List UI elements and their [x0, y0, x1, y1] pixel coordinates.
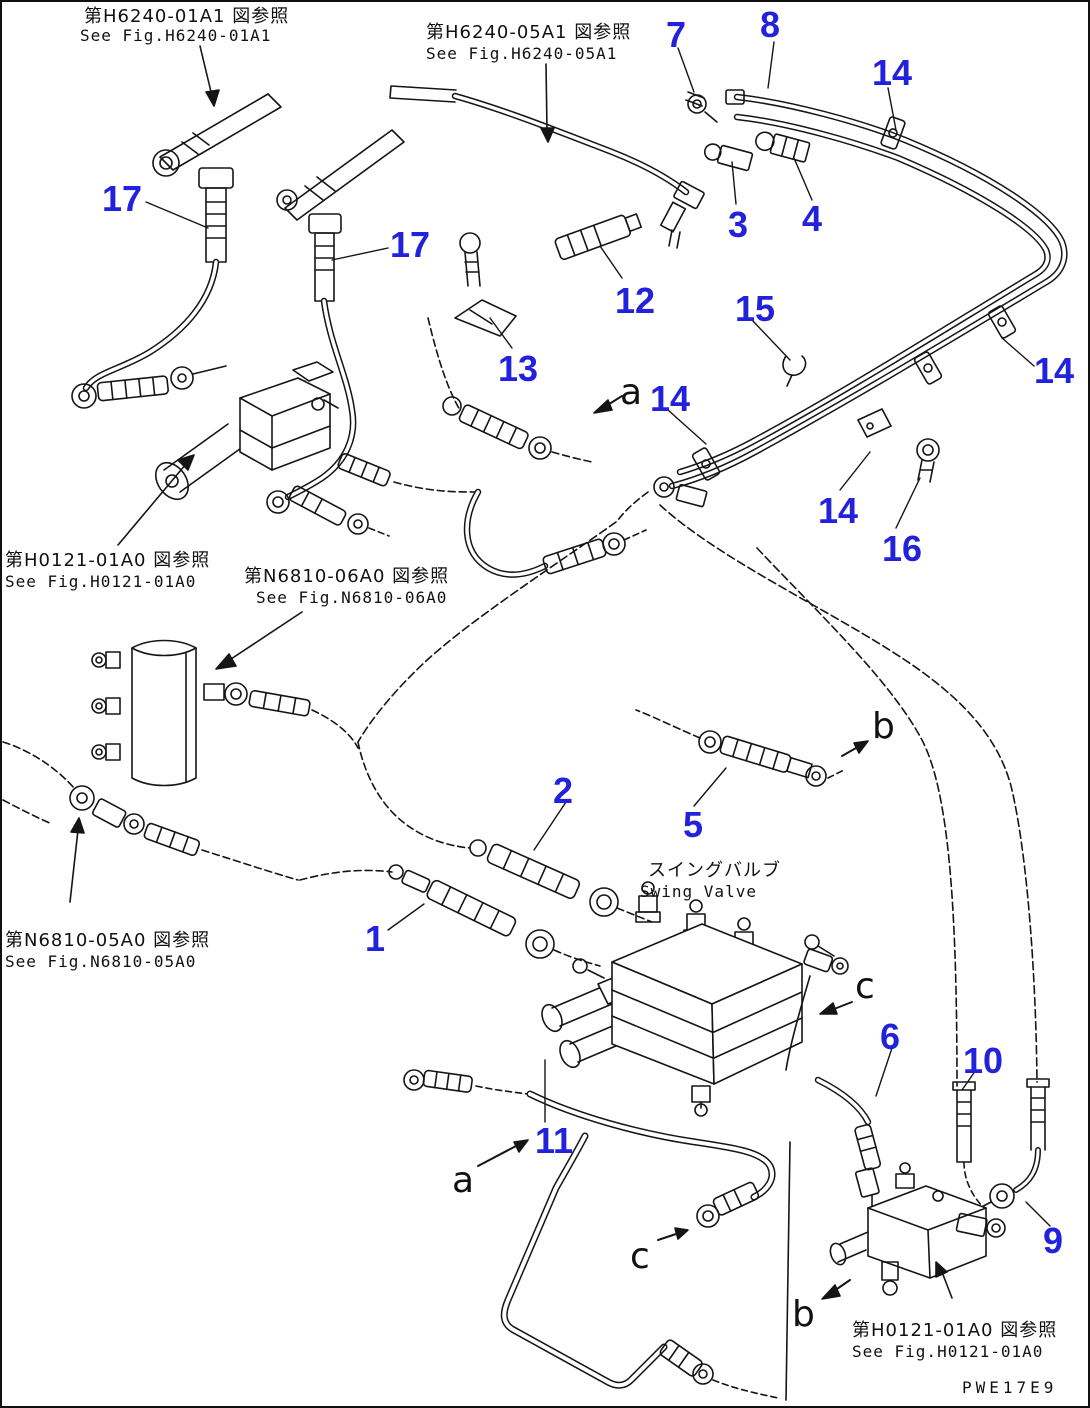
callout-14a: 14	[872, 52, 913, 93]
callout-leaders	[145, 41, 1051, 1227]
arrow-a2	[513, 1139, 529, 1153]
tube-assembly-top-left	[71, 93, 282, 409]
hose-feed-left	[2, 741, 299, 881]
arrow-b2	[821, 1284, 841, 1300]
callout-17a: 17	[102, 178, 143, 219]
callout-4: 4	[802, 198, 823, 239]
ref-top-left-en: See Fig.H6240-01A1	[80, 26, 272, 45]
tube-10	[952, 1081, 985, 1209]
ref-mid-center-en: See Fig.N6810-06A0	[256, 588, 448, 607]
pipe-cylinder	[91, 639, 359, 787]
arrow-c2	[674, 1227, 689, 1240]
fitting-4	[755, 131, 811, 163]
ref-bottom-right-en: See Fig.H0121-01A0	[852, 1342, 1044, 1361]
ref-mid-center-jp: 第N6810-06A0 図参照	[244, 566, 450, 587]
tube-9	[975, 1078, 1050, 1211]
callout-13: 13	[498, 348, 539, 389]
arrow-b1	[853, 740, 869, 754]
callout-11: 11	[535, 1120, 574, 1161]
callout-6: 6	[880, 1016, 901, 1057]
hose-5	[635, 709, 845, 787]
ref-mid-left-en: See Fig.H0121-01A0	[5, 572, 197, 591]
callout-14b: 14	[650, 378, 691, 419]
clip-15	[782, 355, 807, 387]
return-tube-loop	[403, 1069, 779, 1399]
hose-curve-right-10	[756, 547, 958, 1087]
callout-12: 12	[615, 280, 656, 321]
pipe-run-top-right	[617, 89, 1068, 521]
tube-assembly-top-left-2	[266, 129, 479, 514]
callout-7: 7	[666, 14, 687, 55]
callout-8: 8	[760, 4, 781, 45]
ref-top-left-jp: 第H6240-01A1 図参照	[84, 6, 290, 27]
callout-5: 5	[683, 804, 704, 845]
section-label-a1: a	[620, 372, 643, 413]
drawing-code: PWE17E9	[962, 1378, 1058, 1397]
callout-1: 1	[365, 918, 386, 959]
ref-top-center-en: See Fig.H6240-05A1	[426, 44, 618, 63]
section-label-c1: c	[855, 966, 875, 1007]
clamp-bracket-14	[857, 408, 892, 438]
callout-9: 9	[1043, 1220, 1064, 1261]
callout-14c: 14	[1034, 350, 1075, 391]
callout-10: 10	[963, 1040, 1004, 1081]
callout-17b: 17	[390, 224, 431, 265]
ref-bottom-left-jp: 第N6810-05A0 図参照	[5, 930, 211, 951]
hose-2	[357, 741, 653, 923]
swing-valve-label-en: Swing Valve	[640, 882, 757, 901]
bolt-16	[916, 438, 940, 483]
section-arrows	[477, 395, 869, 1300]
ref-bottom-right-jp: 第H0121-01A0 図参照	[852, 1320, 1058, 1341]
ref-mid-left-jp: 第H0121-01A0 図参照	[5, 550, 211, 571]
callout-2: 2	[553, 770, 574, 811]
reference-arrows	[69, 45, 953, 1299]
ref-top-center-jp: 第H6240-05A1 図参照	[426, 22, 632, 43]
section-label-a2: a	[452, 1160, 475, 1201]
hose-1	[299, 864, 601, 967]
swing-valve-label-jp: スイングバルブ	[648, 860, 781, 881]
y-tube-assembly	[389, 85, 705, 463]
section-label-c2: c	[630, 1236, 650, 1277]
arrow-a1	[593, 399, 613, 414]
fitting-3	[703, 143, 754, 172]
callout-16: 16	[882, 528, 923, 569]
callout-3: 3	[728, 204, 749, 245]
solenoid-valve-block	[154, 361, 647, 578]
hose-curve-left	[357, 521, 617, 743]
section-label-b1: b	[872, 706, 895, 747]
section-label-b2: b	[792, 1294, 815, 1335]
solenoid-valve-block-2	[829, 1162, 1006, 1296]
fitting-7	[685, 91, 718, 123]
section-line-b	[785, 1141, 791, 1401]
hose-6	[814, 1076, 882, 1213]
hose-curve-right-9	[659, 504, 1038, 1083]
ref-bottom-left-en: See Fig.N6810-05A0	[5, 952, 197, 971]
arrow-c1	[819, 1002, 838, 1015]
callout-14d: 14	[818, 490, 859, 531]
callout-15: 15	[735, 288, 776, 329]
swing-valve-assembly	[541, 881, 849, 1117]
